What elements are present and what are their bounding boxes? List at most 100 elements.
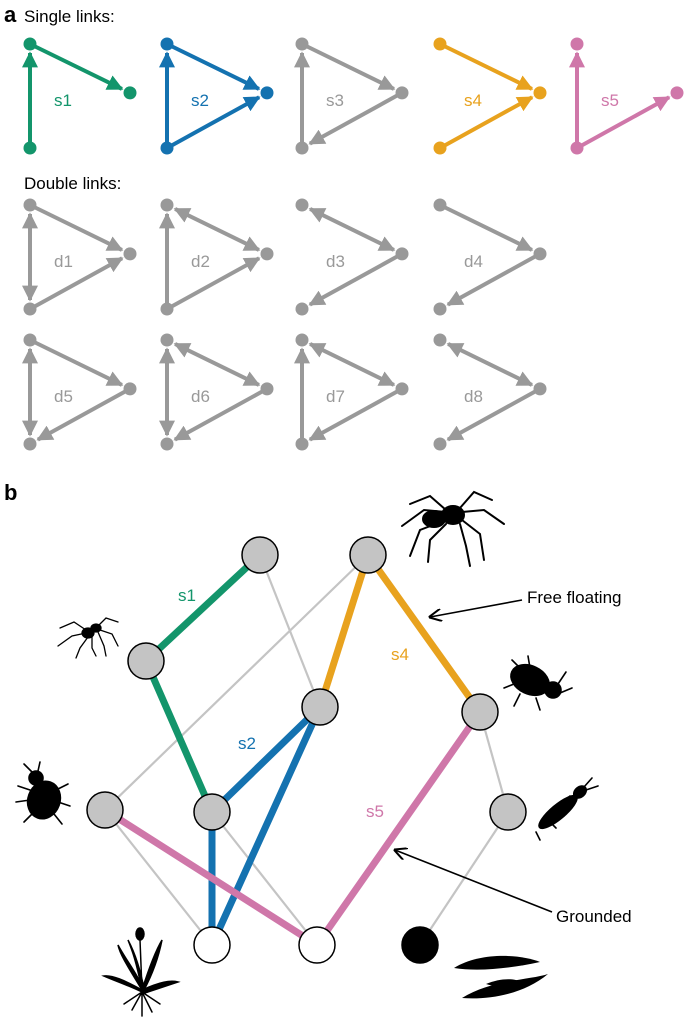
motif-node	[570, 141, 584, 155]
motif-label-s5: s5	[601, 91, 619, 110]
grounded-label: Grounded	[556, 907, 632, 926]
motif-label-d3: d3	[326, 252, 345, 271]
motif-node	[23, 333, 37, 347]
motif-link	[169, 43, 261, 91]
s2-link	[208, 703, 324, 816]
detritus-node	[401, 926, 439, 964]
s5-link	[313, 708, 484, 949]
consumer-node	[349, 536, 387, 574]
motif-node	[260, 247, 274, 261]
motif-node	[395, 247, 409, 261]
large-spider-icon	[401, 490, 505, 567]
motif-d6: d6	[159, 333, 274, 451]
motif-node	[433, 333, 447, 347]
motif-s4: s4	[433, 37, 547, 155]
motif-link	[442, 43, 534, 91]
motif-link	[308, 207, 396, 252]
grounded-arrow	[395, 850, 553, 913]
motif-link	[32, 43, 124, 91]
motif-node	[670, 86, 684, 100]
motif-node	[123, 382, 137, 396]
double-links-title: Double links:	[24, 174, 121, 193]
motif-link	[173, 342, 261, 387]
motif-link	[308, 254, 400, 307]
motif-s3: s3	[294, 37, 409, 155]
motif-node	[533, 247, 547, 261]
network-nodes	[86, 536, 527, 964]
motif-d8: d8	[433, 333, 547, 451]
motif-label-d1: d1	[54, 252, 73, 271]
motif-node	[295, 198, 309, 212]
consumer-node	[86, 791, 124, 829]
small-spider-icon	[57, 617, 119, 659]
motif-node	[23, 37, 37, 51]
basal-node	[298, 926, 336, 964]
motif-node	[395, 382, 409, 396]
motif-link	[32, 256, 124, 309]
motif-node	[23, 437, 37, 451]
motif-node	[533, 86, 547, 100]
motif-node	[533, 382, 547, 396]
consumer-node	[301, 688, 339, 726]
motif-node	[160, 302, 174, 316]
ground-beetle-icon	[503, 655, 573, 711]
consumer-node	[127, 642, 165, 680]
motif-node	[433, 37, 447, 51]
consumer-node	[461, 693, 499, 731]
motif-node	[260, 382, 274, 396]
motif-node	[433, 141, 447, 155]
motif-node	[260, 86, 274, 100]
free-floating-label: Free floating	[527, 588, 622, 607]
motif-node	[23, 198, 37, 212]
motif-link	[446, 342, 534, 387]
motif-d2: d2	[159, 198, 274, 316]
motif-node	[160, 198, 174, 212]
s4-link	[364, 551, 484, 716]
motif-link	[308, 389, 400, 442]
s5-link-label: s5	[366, 802, 384, 821]
motif-node	[23, 302, 37, 316]
s1-link	[142, 657, 216, 816]
motif-label-d2: d2	[191, 252, 210, 271]
motif-label-s2: s2	[191, 91, 209, 110]
s4-link	[316, 551, 372, 711]
panel-a-letter: a	[4, 2, 17, 27]
background-link	[104, 809, 213, 946]
consumer-node	[489, 793, 527, 831]
motif-label-d7: d7	[326, 387, 345, 406]
motif-label-s4: s4	[464, 91, 482, 110]
motif-links	[101, 551, 484, 949]
motif-d1: d1	[22, 198, 137, 316]
motif-link	[446, 254, 538, 307]
consumer-node	[193, 793, 231, 831]
motif-link	[169, 95, 261, 148]
motif-s5: s5	[569, 37, 684, 155]
motif-link	[308, 93, 400, 146]
single-links-title: Single links:	[24, 7, 115, 26]
motif-label-s3: s3	[326, 91, 344, 110]
s1-link-label: s1	[178, 586, 196, 605]
motif-link	[173, 389, 265, 442]
motif-label-s1: s1	[54, 91, 72, 110]
motif-node	[123, 247, 137, 261]
leaf-litter-icon	[454, 955, 548, 999]
panel-a: a Single links: Double links: s1 s2 s3 s4 s5…	[4, 2, 684, 451]
motif-label-d4: d4	[464, 252, 483, 271]
motif-link	[173, 207, 261, 252]
motif-node	[23, 141, 37, 155]
motif-node	[160, 437, 174, 451]
panel-b-letter: b	[4, 480, 17, 505]
motif-node	[433, 302, 447, 316]
s5-link	[101, 806, 321, 949]
motif-link	[169, 256, 261, 309]
motif-d3: d3	[295, 198, 409, 316]
motif-node	[295, 333, 309, 347]
motif-node	[295, 302, 309, 316]
motif-d4: d4	[433, 198, 547, 316]
motif-link	[36, 389, 128, 442]
motif-node	[295, 37, 309, 51]
motif-link	[32, 204, 124, 252]
panel-b: b	[4, 480, 632, 1017]
